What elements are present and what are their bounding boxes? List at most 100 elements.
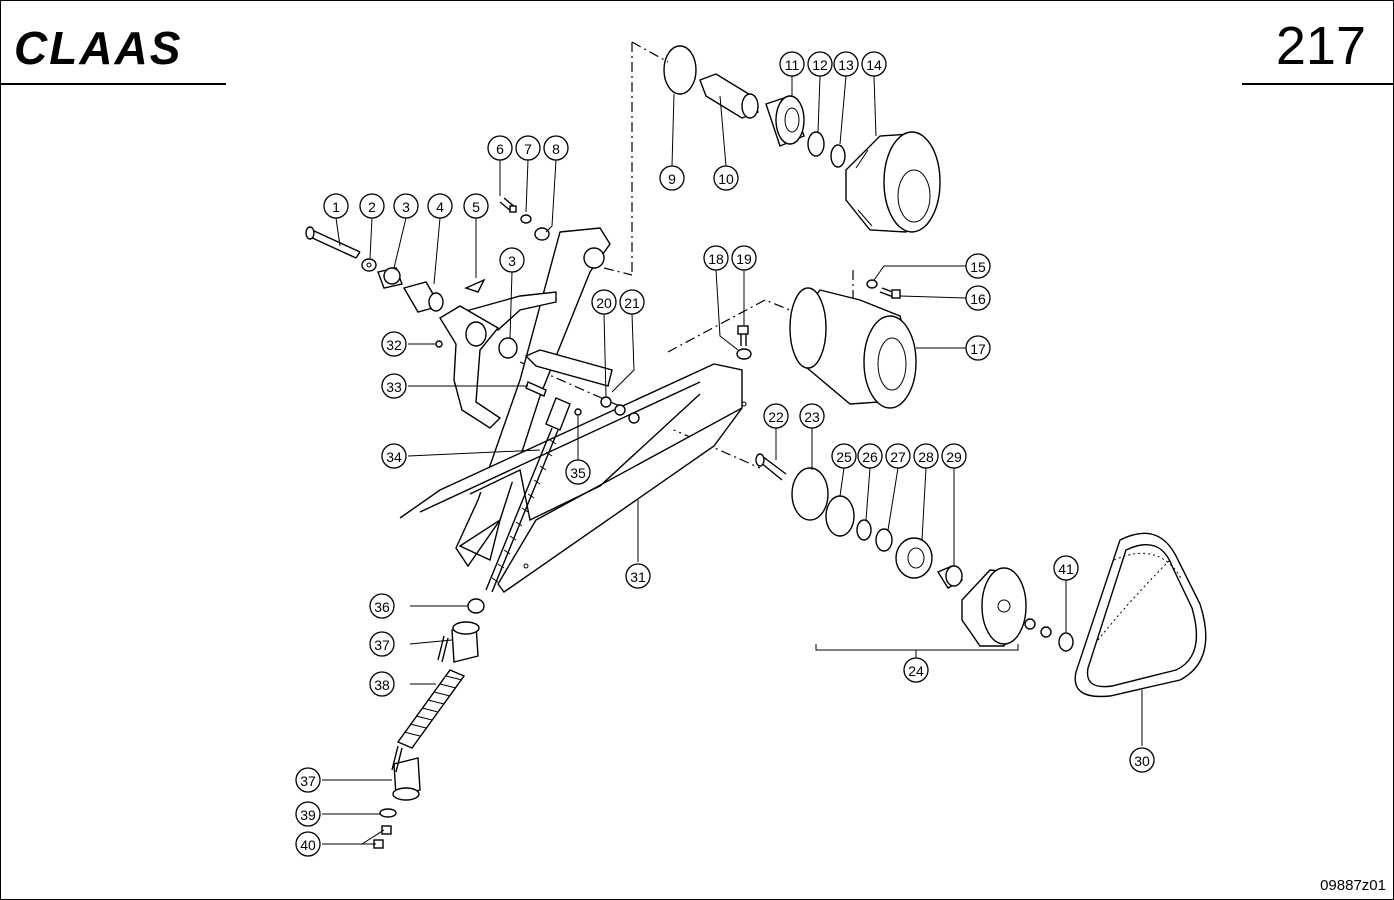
callout-number: 30: [1134, 753, 1150, 769]
callout-circle: [591, 289, 617, 315]
center-line-top: [631, 41, 669, 63]
callout-c26: 26: [857, 443, 883, 469]
nut-21b: [628, 412, 640, 424]
callout-c12: 12: [807, 51, 833, 77]
callout-circle: [831, 443, 857, 469]
washer-2: [361, 258, 377, 272]
callout-circle: [965, 253, 991, 279]
callout-circle: [1053, 555, 1079, 581]
spring-cup-37-bottom: [391, 745, 421, 801]
callout-c39: 39: [295, 801, 321, 827]
callout-c36: 36: [369, 593, 395, 619]
washer-7: [520, 214, 532, 224]
callout-number: 34: [386, 449, 402, 465]
callout-number: 2: [368, 199, 376, 215]
callout-circle: [499, 247, 525, 273]
callout-circle: [885, 443, 911, 469]
callout-c6: 6: [487, 135, 513, 161]
callout-c34: 34: [381, 443, 407, 469]
callout-circle: [543, 135, 569, 161]
callout-c1: 1: [323, 193, 349, 219]
callout-c19: 19: [731, 245, 757, 271]
washer-15: [866, 279, 878, 289]
callout-c23: 23: [799, 403, 825, 429]
pulley-14: [845, 131, 941, 233]
spring-38: [396, 669, 466, 749]
callout-c33: 33: [381, 373, 407, 399]
callout-c40: 40: [295, 831, 321, 857]
callout-circle: [359, 193, 385, 219]
washer-21a: [614, 404, 626, 416]
callout-number: 36: [374, 599, 390, 615]
bushing-3: [377, 267, 403, 289]
callout-c2: 2: [359, 193, 385, 219]
callout-circle: [381, 443, 407, 469]
callout-number: 37: [374, 637, 390, 653]
callout-circle: [779, 51, 805, 77]
callout-circle: [487, 135, 513, 161]
callout-circle: [703, 245, 729, 271]
drawing-code: 09887z01: [1320, 877, 1386, 894]
callout-c25: 25: [831, 443, 857, 469]
callout-number: 40: [300, 837, 316, 853]
callout-number: 23: [804, 409, 820, 425]
screw-16: [879, 287, 901, 299]
callout-circle: [323, 193, 349, 219]
callout-c7: 7: [515, 135, 541, 161]
callout-number: 25: [836, 449, 852, 465]
callout-circle: [799, 403, 825, 429]
bearing-28: [895, 537, 933, 579]
callout-c3b: 3: [499, 247, 525, 273]
ring-26: [856, 519, 872, 541]
spring-cup-37-top: [437, 621, 480, 663]
bearing-11: [765, 95, 805, 147]
callout-c9: 9: [659, 165, 685, 191]
ring-27: [875, 528, 893, 552]
center-line-vertical: [603, 42, 633, 276]
pin-35: [574, 408, 582, 416]
callout-number: 7: [524, 141, 532, 157]
callout-number: 14: [866, 57, 882, 73]
callout-circle: [515, 135, 541, 161]
bushing-29: [936, 565, 964, 589]
callout-c16: 16: [965, 285, 991, 311]
callout-c4: 4: [427, 193, 453, 219]
callout-c35: 35: [565, 459, 591, 485]
v-belt-30: [1074, 532, 1207, 698]
callout-number: 31: [630, 569, 646, 585]
ring-12: [807, 131, 825, 157]
washer-20: [600, 396, 612, 408]
bolt-1: [305, 226, 361, 259]
callout-number: 19: [736, 251, 752, 267]
swing-arm-frame: [399, 227, 747, 593]
part-drawings: [305, 41, 1207, 849]
callout-c22: 22: [763, 403, 789, 429]
callout-c5: 5: [463, 193, 489, 219]
callout-c30: 30: [1129, 747, 1155, 773]
pulley-17: [789, 287, 917, 409]
callout-circle: [941, 443, 967, 469]
washer-39: [379, 808, 397, 818]
callout-number: 1: [332, 199, 340, 215]
callout-number: 38: [374, 677, 390, 693]
callout-number: 32: [386, 337, 402, 353]
callout-circle: [427, 193, 453, 219]
callout-c28: 28: [913, 443, 939, 469]
center-line-pivot: [519, 361, 761, 469]
marker-5: [464, 278, 486, 293]
callout-number: 10: [718, 171, 734, 187]
callout-number: 4: [436, 199, 444, 215]
callout-circle: [369, 593, 395, 619]
callout-circle: [965, 285, 991, 311]
callout-circle: [463, 193, 489, 219]
callout-circle: [965, 335, 991, 361]
callout-number: 15: [970, 259, 986, 275]
callout-c8: 8: [543, 135, 569, 161]
bolt-22: [755, 453, 787, 481]
callout-circle: [625, 563, 651, 589]
callout-number: 39: [300, 807, 316, 823]
pulley-assembly-24: [961, 567, 1052, 647]
callout-number: 6: [496, 141, 504, 157]
callout-number: 22: [768, 409, 784, 425]
header: CLAAS 217: [0, 16, 1394, 85]
